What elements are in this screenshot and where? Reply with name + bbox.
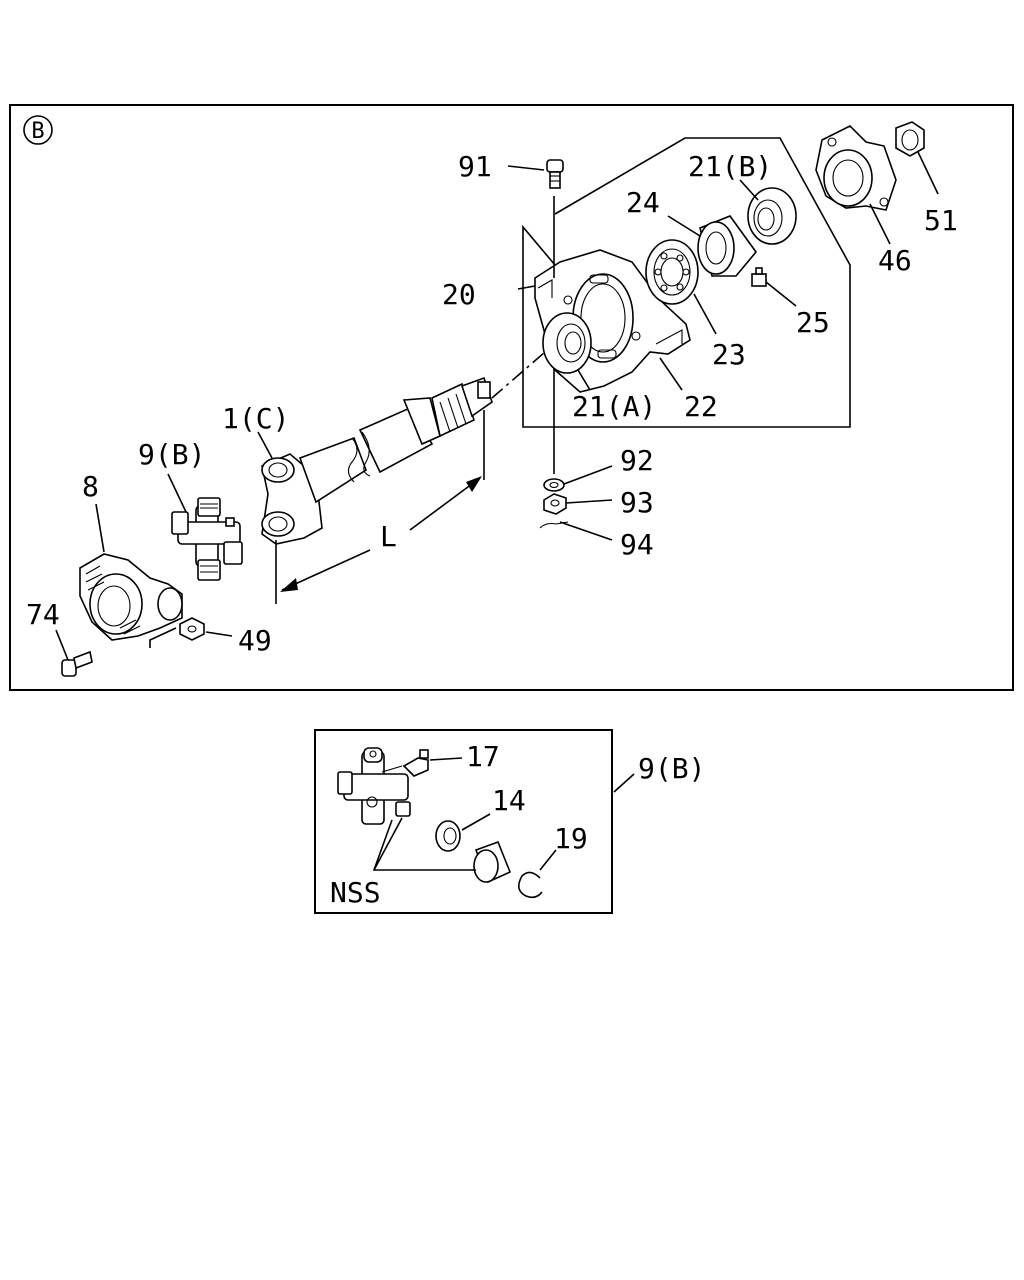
label-23: 23 [712, 338, 746, 371]
leader-lines [55, 151, 939, 661]
label-14: 14 [492, 784, 526, 817]
cotter-pin-94 [539, 521, 569, 529]
label-8: 8 [82, 470, 99, 503]
label-21b: 21(B) [688, 150, 772, 183]
label-20: 20 [442, 278, 476, 311]
companion-flange [815, 125, 897, 211]
inset-bearing-cup [473, 840, 512, 884]
labels: 91 21(B) 24 20 23 25 21(A) 22 46 51 1(C)… [26, 150, 958, 657]
universal-joint-main [171, 497, 243, 581]
inset-snap-ring [518, 871, 543, 899]
inset-seal [435, 820, 461, 852]
grease-nipple [751, 267, 767, 287]
flange-yoke [79, 553, 183, 641]
inset-labels: 17 14 19 NSS 9(B) [330, 740, 705, 909]
dust-seal-b [747, 187, 797, 245]
washer-92 [543, 478, 565, 492]
view-marker: B [23, 115, 53, 145]
label-91: 91 [458, 150, 492, 183]
ball-bearing [645, 239, 699, 305]
dust-seal-a [542, 312, 592, 374]
dimension-label-l: L [380, 520, 397, 553]
label-19: 19 [554, 822, 588, 855]
label-93: 93 [620, 486, 654, 519]
label-nss: NSS [330, 876, 381, 909]
propeller-shaft [261, 376, 493, 545]
view-marker-label: B [31, 119, 44, 144]
label-51: 51 [924, 204, 958, 237]
label-74: 74 [26, 598, 60, 631]
inset-title: 9(B) [638, 752, 705, 785]
nut-49 [179, 617, 205, 641]
bearing-sleeve [697, 215, 758, 277]
bolt-91 [546, 159, 564, 189]
main-frame [9, 104, 1014, 691]
label-9b: 9(B) [138, 438, 205, 471]
center-bearing-group-outline [522, 137, 851, 428]
label-25: 25 [796, 306, 830, 339]
bolt-74 [61, 650, 93, 677]
inset-frame [314, 729, 613, 914]
inset-grease-nipple [402, 749, 429, 777]
label-46: 46 [878, 244, 912, 277]
label-21a: 21(A) [572, 390, 656, 423]
flange-nut [895, 121, 925, 157]
label-17: 17 [466, 740, 500, 773]
label-22: 22 [684, 390, 718, 423]
label-94: 94 [620, 528, 654, 561]
inset-leader-lines [372, 757, 635, 871]
label-49: 49 [238, 624, 272, 657]
inset-universal-joint [337, 747, 411, 825]
label-24: 24 [626, 186, 660, 219]
label-1c: 1(C) [222, 402, 289, 435]
label-92: 92 [620, 444, 654, 477]
nut-93 [543, 493, 567, 515]
